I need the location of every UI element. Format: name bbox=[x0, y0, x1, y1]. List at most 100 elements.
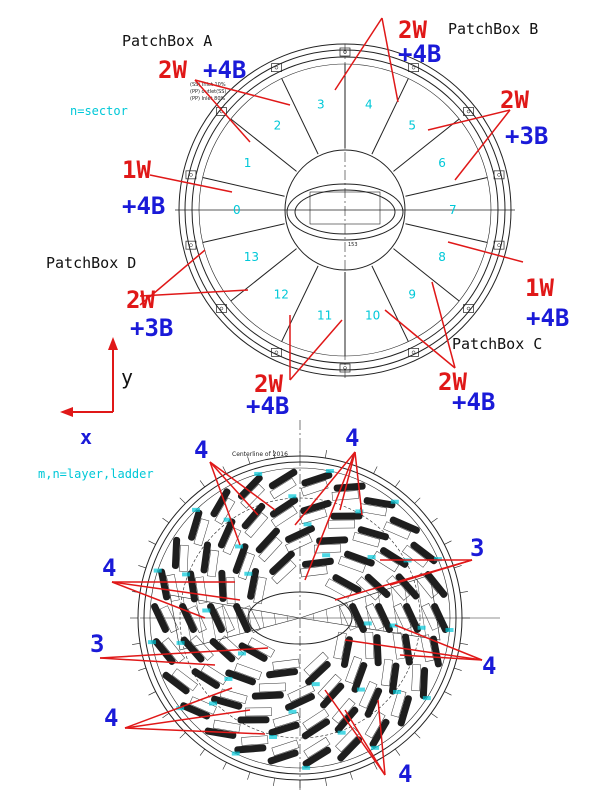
ladder-tag bbox=[325, 469, 334, 474]
ladder-tag bbox=[390, 499, 399, 504]
ladder-tag bbox=[237, 651, 246, 656]
ladder-bar bbox=[332, 574, 362, 594]
ladder-bar bbox=[204, 727, 237, 739]
ladder-bar bbox=[373, 634, 382, 667]
ladder-outline bbox=[171, 668, 198, 692]
ladder-outline bbox=[241, 735, 269, 746]
ladder-outline bbox=[365, 603, 385, 631]
ladder-bar bbox=[397, 695, 412, 727]
ladder-bar bbox=[316, 536, 349, 545]
ladder-bar bbox=[285, 693, 315, 711]
patchbox-b-label: PatchBox B bbox=[448, 20, 538, 38]
ladder-tag bbox=[422, 696, 431, 701]
ladder-outline bbox=[287, 683, 315, 703]
layer-ladder-note: m,n=layer,ladder bbox=[38, 467, 154, 481]
ladder-tag bbox=[389, 623, 398, 628]
ladder-outline bbox=[325, 578, 353, 599]
ladder-outline bbox=[393, 603, 413, 631]
patchbox-a-label: PatchBox A bbox=[122, 32, 212, 50]
ladder-outline bbox=[259, 682, 286, 693]
callout-w: 1W bbox=[525, 274, 554, 302]
callout-b: +4B bbox=[122, 192, 165, 220]
sector-note: n=sector bbox=[70, 104, 128, 118]
ladder-tag bbox=[367, 555, 376, 560]
sector-number: 8 bbox=[438, 250, 446, 264]
ladder-outline bbox=[380, 658, 393, 687]
ladder-bar bbox=[179, 603, 197, 633]
ladder-tag bbox=[311, 682, 320, 687]
ladder-outline bbox=[372, 550, 400, 573]
ladder-tag bbox=[356, 687, 365, 692]
ladder-bar bbox=[218, 569, 227, 602]
sector-number: 1 bbox=[244, 156, 252, 170]
sector-number: 13 bbox=[244, 250, 259, 264]
ladder-bar bbox=[241, 502, 266, 530]
callout-b: +4B bbox=[398, 40, 441, 68]
ladder-outline bbox=[225, 577, 236, 604]
ladder-bar bbox=[210, 488, 231, 518]
ladder-bar bbox=[233, 603, 251, 633]
ladder-outline bbox=[392, 632, 405, 660]
ladder-bar bbox=[234, 744, 267, 754]
sector-number: 7 bbox=[449, 203, 457, 217]
ladder-outline bbox=[386, 575, 411, 601]
ladder-tag bbox=[337, 730, 346, 735]
ladder-bar bbox=[162, 671, 190, 695]
ladder-bar bbox=[151, 603, 169, 633]
ladder-bar bbox=[419, 667, 429, 700]
ladder-outline bbox=[240, 483, 265, 509]
ladder-bar bbox=[267, 749, 299, 765]
callout-w: 2W bbox=[254, 370, 283, 398]
ladder-outline bbox=[300, 480, 329, 497]
ladder-bar bbox=[251, 691, 284, 700]
ladder-outline bbox=[253, 576, 267, 605]
ladder-outline bbox=[237, 552, 255, 580]
ladder-outline bbox=[269, 477, 297, 500]
ladder-outline bbox=[420, 634, 434, 662]
ladder-tag bbox=[147, 640, 156, 645]
layer-count: 4 bbox=[194, 436, 208, 464]
sector-number: 0 bbox=[233, 203, 241, 217]
ladder-outline bbox=[352, 531, 381, 548]
ladder-bar bbox=[403, 603, 421, 633]
ladder-bar bbox=[180, 636, 205, 663]
svg-text:(PP) Inlet 80%: (PP) Inlet 80% bbox=[190, 96, 226, 102]
callout-w: 2W bbox=[398, 16, 427, 44]
ladder-outline bbox=[345, 656, 363, 684]
callout-b: +4B bbox=[203, 56, 246, 84]
ladder-bar bbox=[431, 603, 449, 633]
ladder-bar bbox=[237, 474, 263, 500]
ladder-bar bbox=[369, 718, 390, 748]
ladder-outline bbox=[245, 707, 272, 717]
ladder-outline bbox=[159, 605, 179, 633]
ladder-outline bbox=[215, 605, 235, 633]
ladder-tag bbox=[363, 621, 372, 626]
ladder-bar bbox=[285, 525, 315, 543]
ladder-outline bbox=[302, 708, 330, 731]
top-callouts: 2W +4B 2W +4B 2W +3B 1W +4B 1W +4B 2W +3… bbox=[122, 16, 569, 420]
ladder-bar bbox=[211, 695, 243, 710]
ladder-outline bbox=[271, 559, 297, 585]
ladder-tag bbox=[303, 522, 312, 527]
ladder-outline bbox=[303, 736, 331, 759]
ladder-outline bbox=[364, 632, 375, 659]
callout-b: +3B bbox=[505, 122, 548, 150]
patchbox-d-label: PatchBox D bbox=[46, 254, 136, 272]
ladder-tag bbox=[433, 557, 442, 562]
ladder-outline bbox=[285, 533, 313, 553]
ladder-bar bbox=[429, 635, 442, 668]
svg-text:(PP) outlet(SS): (PP) outlet(SS) bbox=[190, 89, 226, 95]
ladder-bar bbox=[171, 536, 181, 569]
callout-b: +4B bbox=[452, 388, 495, 416]
ladder-bar bbox=[232, 543, 249, 574]
axis-indicator bbox=[60, 337, 118, 417]
ladder-bar bbox=[191, 668, 221, 689]
ladder-outline bbox=[244, 512, 269, 538]
ladder-outline bbox=[300, 565, 328, 578]
ladder-bar bbox=[158, 568, 171, 601]
ladder-outline bbox=[421, 603, 441, 631]
ladder-bar bbox=[269, 496, 299, 518]
ladder-outline bbox=[317, 673, 342, 700]
